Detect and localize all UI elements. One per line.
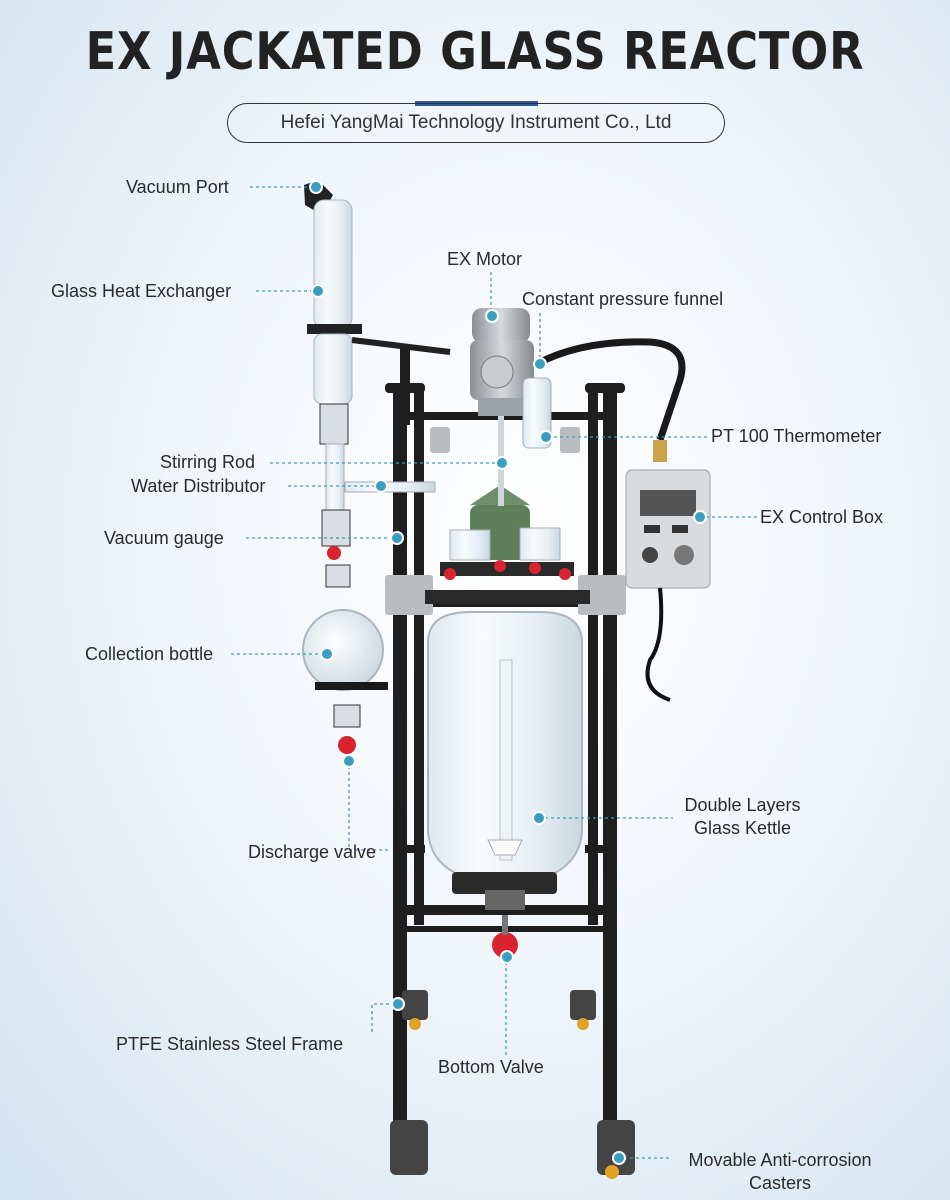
label-constant-pressure-funnel: Constant pressure funnel <box>522 289 724 309</box>
label-ex-motor: EX Motor <box>447 249 523 269</box>
label-pt100-thermometer: PT 100 Thermometer <box>711 426 882 446</box>
label-casters-line2: Casters <box>748 1173 811 1193</box>
label-double-layers-line2: Glass Kettle <box>693 818 792 838</box>
label-water-distributor: Water Distributor <box>131 476 266 496</box>
collection-bottle <box>302 609 384 691</box>
control-box <box>625 469 711 589</box>
label-casters-line1: Movable Anti-corrosion <box>688 1150 872 1170</box>
label-double-layers-line1: Double Layers <box>684 795 801 815</box>
label-ptfe-stainless-steel-frame: PTFE Stainless Steel Frame <box>116 1034 344 1054</box>
company-name-badge: Hefei YangMai Technology Instrument Co.,… <box>227 103 725 143</box>
label-glass-heat-exchanger: Glass Heat Exchanger <box>51 281 232 301</box>
label-bottom-valve: Bottom Valve <box>438 1057 544 1077</box>
label-vacuum-gauge: Vacuum gauge <box>104 528 224 548</box>
label-stirring-rod: Stirring Rod <box>160 452 256 472</box>
label-double-layers-glass-kettle: Double Layers Glass Kettle <box>675 794 810 840</box>
label-collection-bottle: Collection bottle <box>85 644 214 664</box>
label-vacuum-port: Vacuum Port <box>126 177 229 197</box>
label-ex-control-box: EX Control Box <box>760 507 884 527</box>
label-discharge-valve: Discharge valve <box>248 842 377 862</box>
label-movable-anti-corrosion-casters: Movable Anti-corrosion Casters <box>672 1149 888 1195</box>
condenser-column <box>302 180 451 754</box>
page-title: EX JACKATED GLASS REACTOR <box>85 22 865 82</box>
